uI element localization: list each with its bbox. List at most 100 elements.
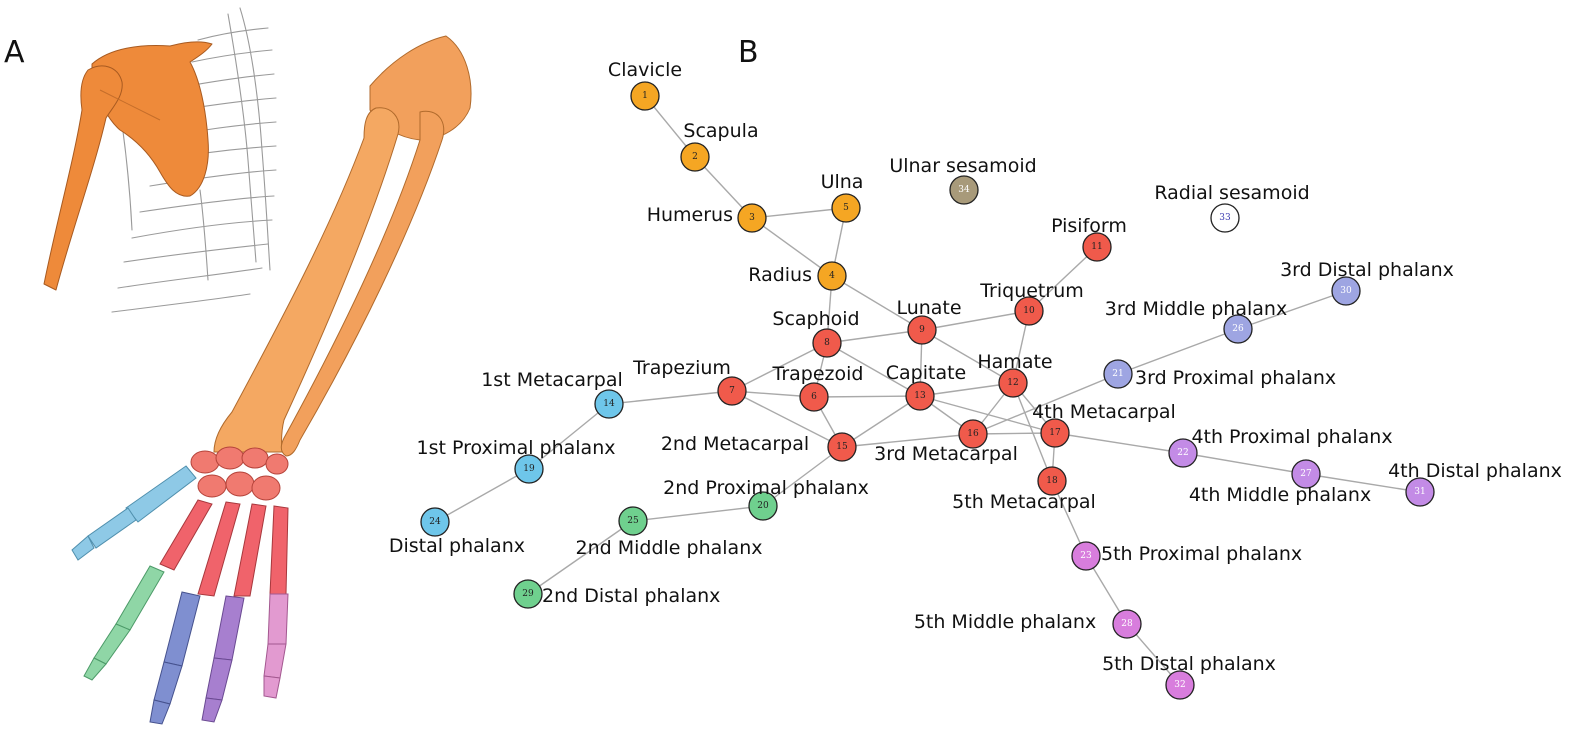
edge-15-20: [762, 446, 843, 507]
node-circle-4: [817, 261, 847, 291]
node-number-26: 26: [1232, 324, 1244, 334]
forearm-bones: [213, 35, 472, 457]
node-circle-25: [618, 506, 648, 536]
edge-15-16: [841, 433, 974, 448]
node-label-27: 4th Middle phalanx: [1189, 484, 1371, 506]
node-circle-22: [1168, 438, 1198, 468]
node-number-20: 20: [757, 501, 769, 511]
node-number-10: 10: [1023, 306, 1035, 316]
node-label-20: 2nd Proximal phalanx: [663, 477, 869, 499]
node-number-21: 21: [1112, 369, 1123, 379]
node-label-17: 4th Metacarpal: [1032, 401, 1176, 423]
node-label-5: Ulna: [821, 171, 864, 193]
node-circle-13: [905, 381, 935, 411]
index-finger-bones: [83, 565, 165, 681]
node-label-3: Humerus: [647, 204, 733, 226]
node-circle-17: [1040, 418, 1070, 448]
node-label-11: Pisiform: [1051, 215, 1127, 237]
node-number-4: 4: [829, 271, 835, 281]
node-label-25: 2nd Middle phalanx: [576, 537, 763, 559]
node-number-22: 22: [1177, 448, 1188, 458]
edge-22-27: [1182, 452, 1307, 475]
node-label-12: Hamate: [977, 351, 1052, 373]
node-circle-10: [1014, 296, 1044, 326]
edge-3-5: [751, 207, 847, 219]
edge-4-9: [831, 275, 923, 331]
node-number-2: 2: [692, 152, 698, 162]
edge-8-7: [731, 342, 828, 392]
node-circle-21: [1103, 359, 1133, 389]
node-circle-3: [737, 203, 767, 233]
node-label-18: 5th Metacarpal: [952, 491, 1096, 513]
node-circle-30: [1331, 276, 1361, 306]
node-circle-18: [1037, 466, 1067, 496]
node-number-30: 30: [1340, 286, 1352, 296]
node-circle-29: [513, 579, 543, 609]
edge-13-15: [841, 395, 921, 448]
node-label-4: Radius: [748, 264, 812, 286]
node-34: 34 Ulnar sesamoid: [889, 155, 1037, 205]
node-number-11: 11: [1091, 242, 1102, 252]
node-circle-27: [1291, 459, 1321, 489]
node-number-16: 16: [967, 429, 979, 439]
node-number-19: 19: [523, 464, 535, 474]
node-label-23: 5th Proximal phalanx: [1101, 543, 1302, 565]
edge-12-18: [1012, 382, 1053, 482]
node-number-27: 27: [1300, 469, 1312, 479]
edge-7-15: [731, 390, 843, 448]
network-nodes: 1Clavicle2Scapula3Humerus4Radius5Ulna6Tr…: [389, 59, 1562, 700]
node-circle-6: [799, 382, 829, 412]
node-number-5: 5: [843, 203, 849, 213]
node-number-23: 23: [1080, 551, 1092, 561]
node-number-34: 34: [958, 185, 970, 195]
node-number-29: 29: [522, 589, 534, 599]
edge-8-13: [826, 342, 921, 397]
node-20: 20 2nd Proximal phalanx: [663, 477, 869, 521]
node-label-30: 3rd Distal phalanx: [1280, 259, 1454, 281]
panel-label-a: A: [4, 35, 25, 70]
node-23: 23 5th Proximal phalanx: [1071, 541, 1302, 571]
node-18: 18 5th Metacarpal: [952, 466, 1096, 513]
middle-finger-bones: [149, 591, 201, 725]
node-29: 29 2nd Distal phalanx: [513, 579, 720, 609]
edge-27-31: [1305, 473, 1421, 493]
node-label-7: Trapezium: [632, 357, 731, 379]
thumb-bones: [71, 465, 197, 561]
node-circle-24: [420, 507, 450, 537]
edge-14-19: [528, 403, 610, 470]
shoulder-bones: [43, 41, 213, 291]
humerus-shape: [43, 65, 123, 291]
node-circle-11: [1082, 232, 1112, 262]
node-number-6: 6: [811, 392, 817, 402]
edge-17-22: [1054, 432, 1184, 454]
node-label-33: Radial sesamoid: [1154, 182, 1309, 204]
node-circle-20: [748, 491, 778, 521]
node-number-9: 9: [919, 325, 925, 335]
anatomical-illustration: [43, 7, 472, 725]
carpal-bones: [190, 446, 289, 501]
node-label-29: 2nd Distal phalanx: [542, 585, 720, 607]
node-label-32: 5th Distal phalanx: [1102, 653, 1276, 675]
node-11: 11 Pisiform: [1051, 215, 1127, 262]
node-number-15: 15: [836, 442, 848, 452]
node-label-22: 4th Proximal phalanx: [1191, 426, 1392, 448]
node-circle-14: [594, 389, 624, 419]
node-number-18: 18: [1046, 476, 1058, 486]
node-label-21: 3rd Proximal phalanx: [1135, 367, 1336, 389]
scapula-clavicle-shape: [91, 41, 213, 197]
node-label-34: Ulnar sesamoid: [889, 155, 1036, 177]
edge-10-11: [1028, 246, 1098, 312]
